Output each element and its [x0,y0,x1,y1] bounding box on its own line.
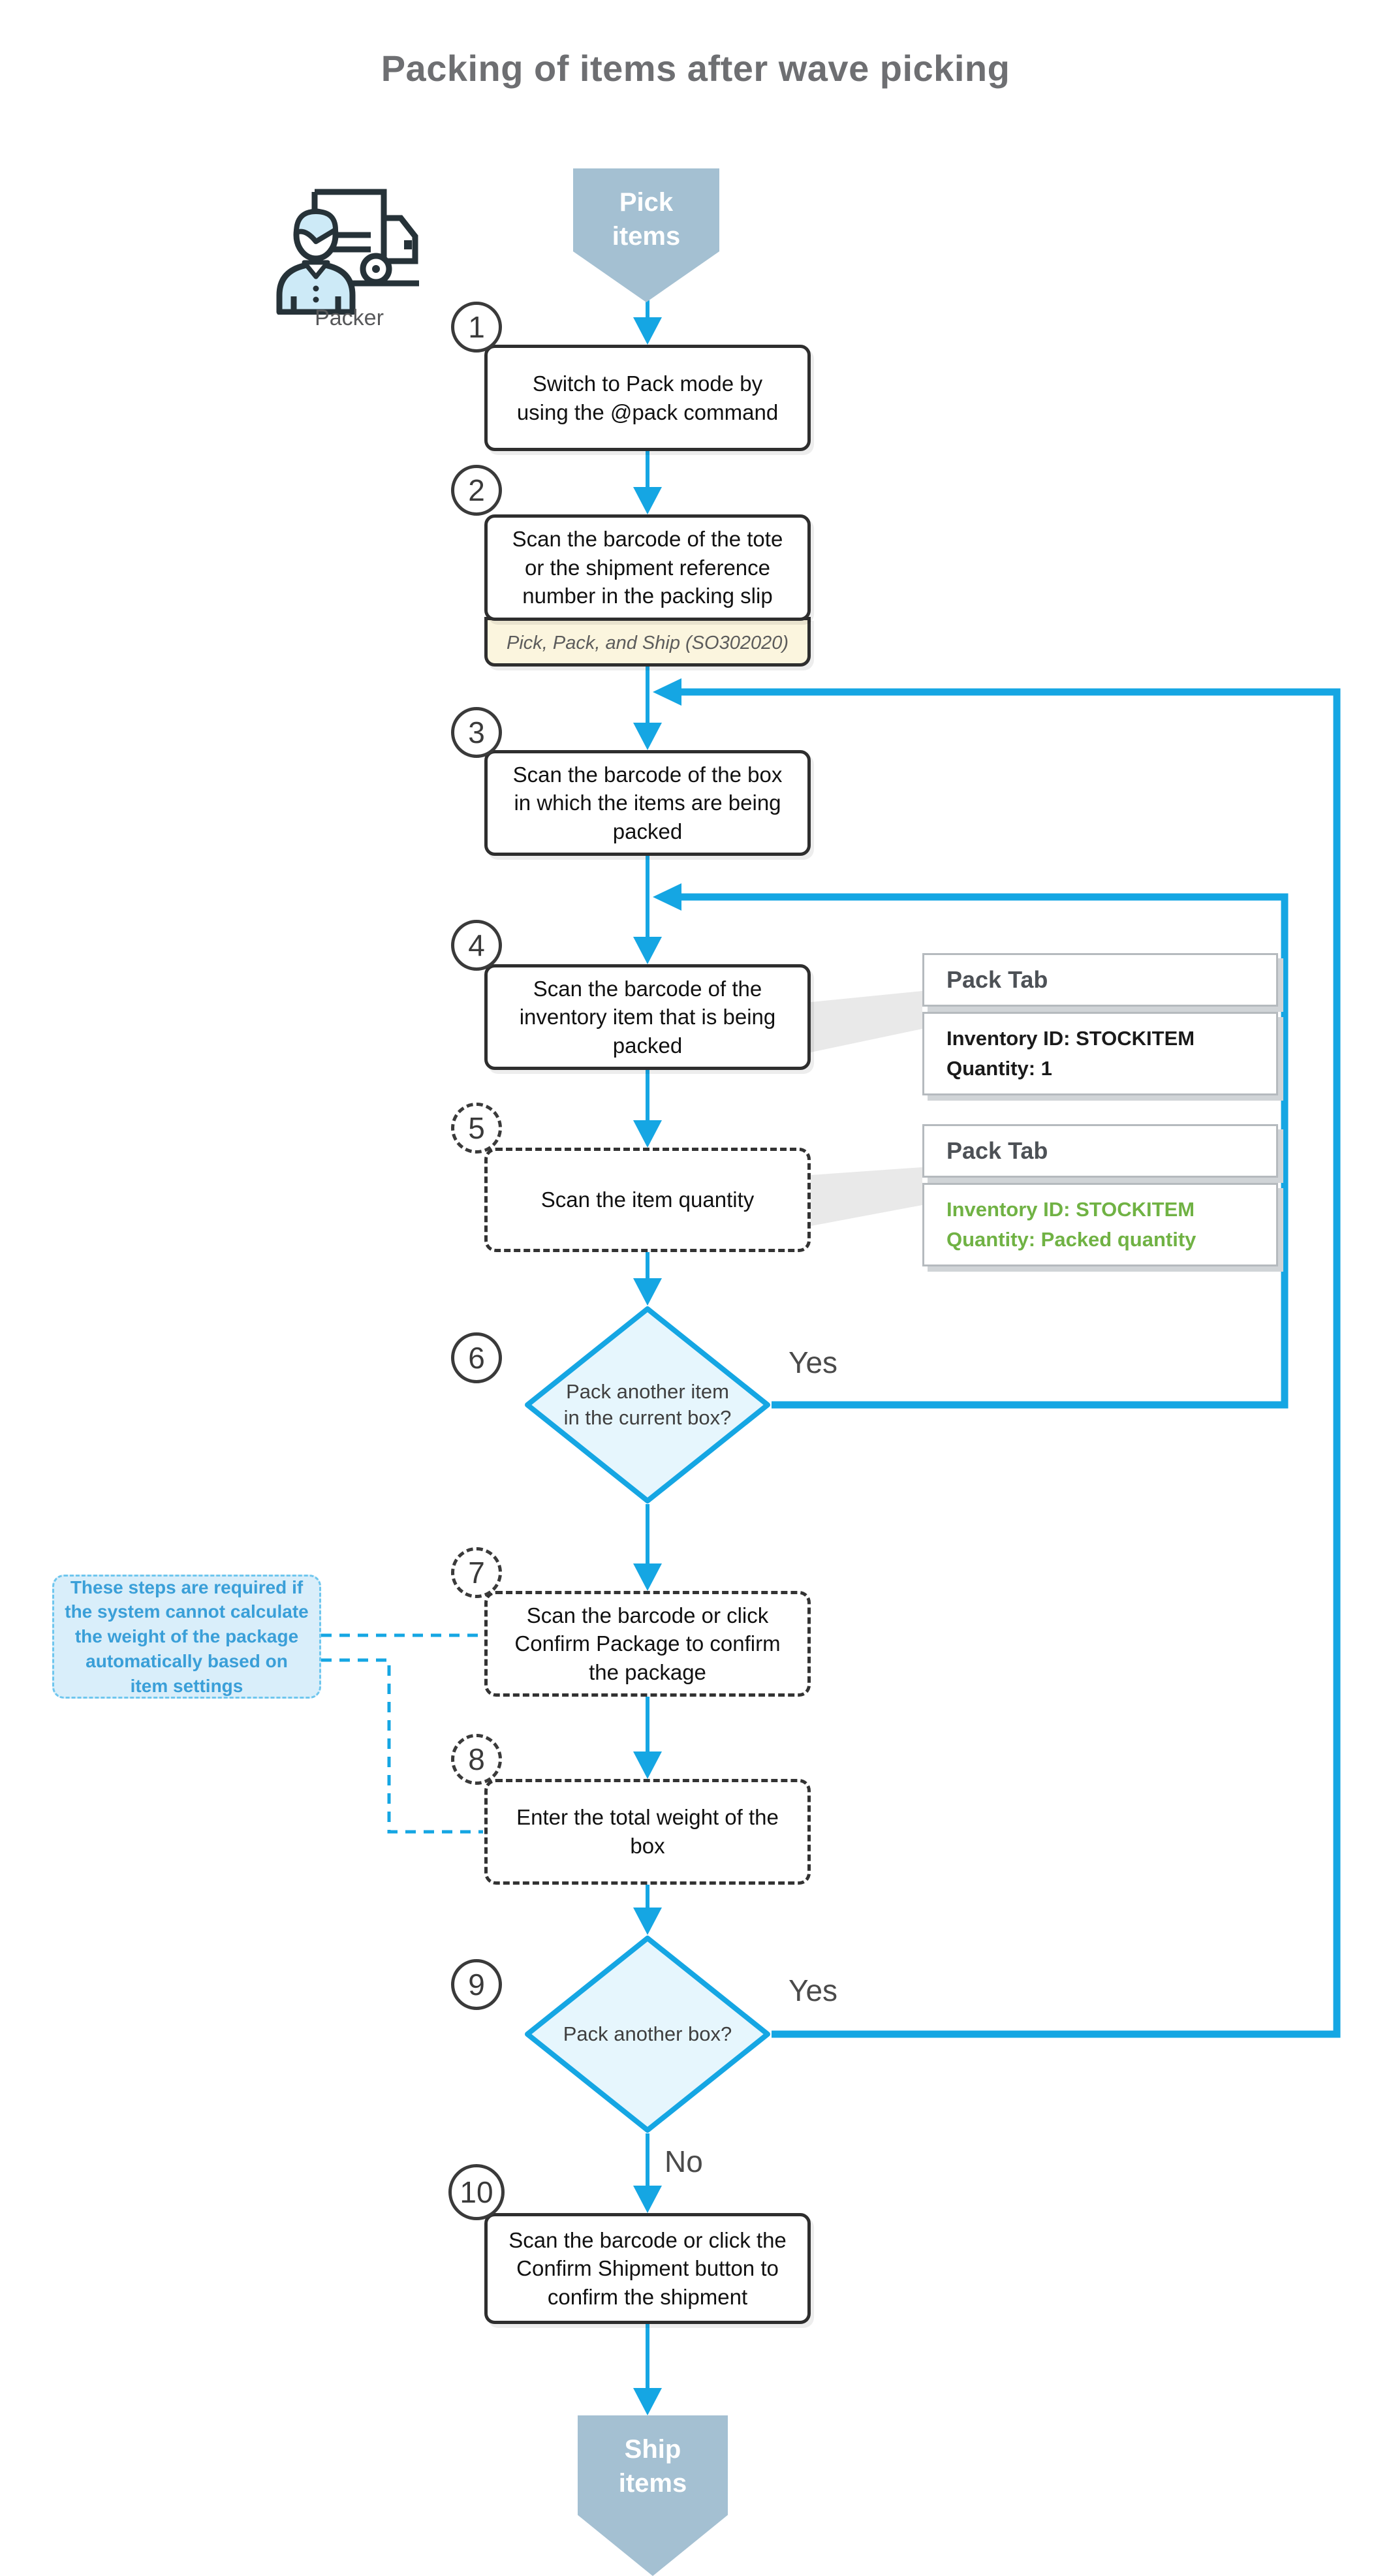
step-box-8: Enter the total weight of the box [484,1779,811,1885]
step-text-2: Scan the barcode of the tote or the ship… [512,527,783,608]
step-number-9: 9 [468,1968,485,2002]
end-banner-label: Ship items [618,2435,687,2498]
step-box-10: Scan the barcode or click the Confirm Sh… [484,2213,811,2324]
decision6-yes-label: Yes [789,1345,838,1379]
step-circle-3: 3 [451,707,502,758]
page-title: Packing of items after wave picking [381,48,1010,89]
step-number-10: 10 [460,2175,493,2209]
step-circle-5: 5 [451,1103,502,1154]
pack-tab-2: Pack Tab Inventory ID: STOCKITEM Quantit… [922,1124,1278,1266]
decision-6: Pack another item in the current box? [524,1306,772,1504]
pack-tab-1-line2: Quantity: 1 [946,1057,1052,1080]
step-number-7: 7 [468,1556,485,1590]
callout-beam-2 [811,1167,922,1226]
decision9-yes-label: Yes [789,1973,838,2007]
step-number-8: 8 [468,1742,485,1776]
callout-beam-1 [811,991,922,1052]
weight-requirement-note: These steps are required if the system c… [52,1575,321,1699]
decision9-yes-line [680,688,1341,2038]
decision-9-text: Pack another box? [563,2022,732,2045]
step-box-3: Scan the barcode of the box in which the… [484,750,811,856]
pack-tab-2-header: Pack Tab [922,1124,1278,1178]
pack-tab-2-line1: Inventory ID: STOCKITEM [946,1198,1195,1221]
step-text-7: Scan the barcode or click Confirm Packag… [514,1603,781,1684]
step-number-2: 2 [468,473,485,507]
weight-requirement-note-text: These steps are required if the system c… [65,1577,309,1696]
decision-9: Pack another box? [524,1935,772,2133]
step2-reference-text: Pick, Pack, and Ship (SO302020) [506,633,789,653]
step-circle-7: 7 [451,1547,502,1598]
decision6-yes-line [680,893,1289,1409]
step-box-7: Scan the barcode or click Confirm Packag… [484,1591,811,1697]
step-box-4: Scan the barcode of the inventory item t… [484,964,811,1070]
step-number-4: 4 [468,928,485,962]
step-number-6: 6 [468,1341,485,1375]
step-circle-10: 10 [448,2164,505,2220]
pack-tab-2-line2: Quantity: Packed quantity [946,1228,1196,1251]
pack-tab-1: Pack Tab Inventory ID: STOCKITEM Quantit… [922,953,1278,1095]
step-text-1: Switch to Pack mode by using the @pack c… [516,371,779,424]
arrowheads [633,317,681,2415]
pack-tab-1-header: Pack Tab [922,953,1278,1007]
feedback-lines [680,688,1341,2038]
step-text-5: Scan the item quantity [540,1187,755,1212]
note-connectors [321,1633,483,1834]
step-text-3: Scan the barcode of the box in which the… [512,762,783,843]
step-circle-8: 8 [451,1734,502,1785]
pack-tab-1-line1: Inventory ID: STOCKITEM [946,1027,1195,1050]
step-text-8: Enter the total weight of the box [516,1805,779,1858]
step-number-5: 5 [468,1111,485,1145]
step2-reference-note: Pick, Pack, and Ship (SO302020) [484,617,811,667]
step-text-10: Scan the barcode or click the Confirm Sh… [508,2227,787,2309]
step-box-2: Scan the barcode of the tote or the ship… [484,514,811,621]
step-number-3: 3 [468,715,485,749]
start-banner-label: Pick items [612,188,681,251]
step-circle-6: 6 [451,1332,502,1383]
packer-label: Packer [315,306,384,330]
step-circle-2: 2 [451,465,502,516]
step-box-1: Switch to Pack mode by using the @pack c… [484,345,811,451]
decision-6-text: Pack another item in the current box? [563,1379,732,1429]
packer-icon [274,184,424,318]
pack-tab-1-body: Inventory ID: STOCKITEM Quantity: 1 [922,1012,1278,1095]
step-circle-4: 4 [451,920,502,971]
step-number-1: 1 [468,310,485,344]
step-circle-9: 9 [451,1959,502,2010]
pack-tab-2-body: Inventory ID: STOCKITEM Quantity: Packed… [922,1183,1278,1266]
step-box-5: Scan the item quantity [484,1148,811,1252]
step-circle-1: 1 [451,302,502,353]
step-text-4: Scan the barcode of the inventory item t… [519,976,776,1058]
decision9-no-label: No [664,2144,703,2178]
